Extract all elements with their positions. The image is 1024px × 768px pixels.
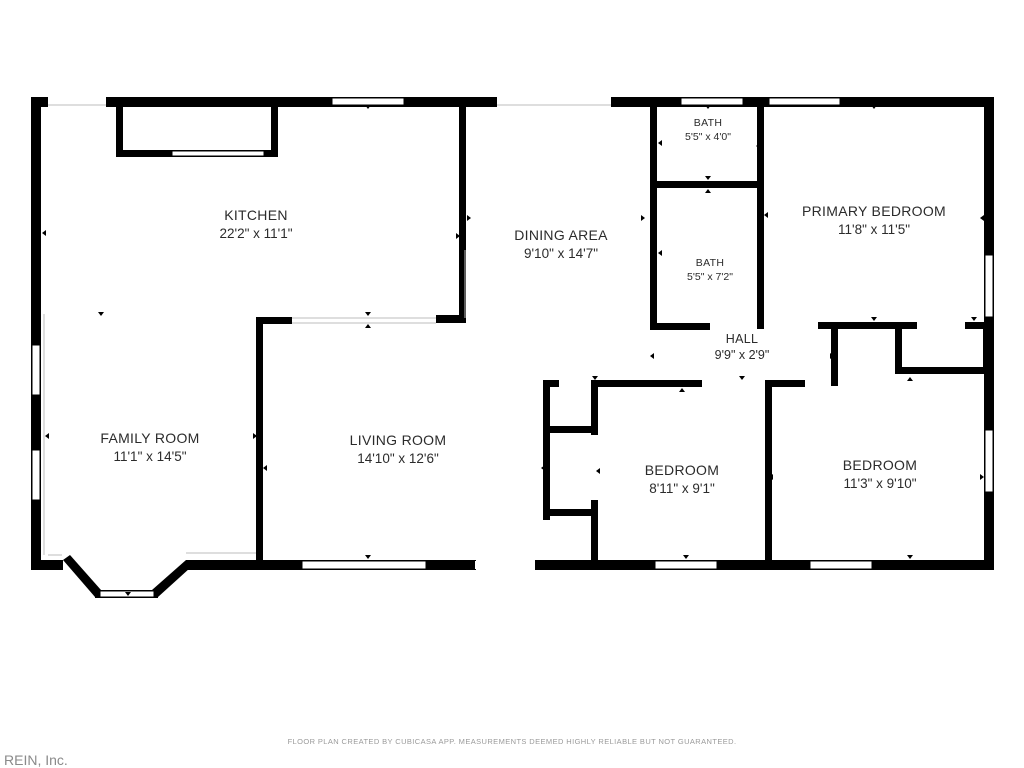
thin-openings — [43, 104, 611, 556]
room-name: BEDROOM — [842, 457, 918, 473]
room-name: BATH — [693, 117, 723, 129]
room-dimensions: 11'1" x 14'5" — [113, 448, 187, 464]
room-kitchen: KITCHEN 22'2" x 11'1" — [219, 206, 292, 243]
room-name: LIVING ROOM — [349, 432, 447, 448]
room-bath-upper: BATH 5'5" x 4'0" — [685, 116, 731, 144]
door-markers — [42, 105, 984, 596]
room-dimensions: 11'3" x 9'10" — [843, 475, 917, 491]
room-dimensions: 5'5" x 4'0" — [685, 131, 731, 144]
room-dimensions: 11'8" x 11'5" — [837, 221, 911, 237]
room-primary-bedroom: PRIMARY BEDROOM 11'8" x 11'5" — [802, 202, 946, 239]
room-hall: HALL 9'9" x 2'9" — [715, 332, 770, 363]
room-dimensions: 8'11" x 9'1" — [649, 480, 715, 496]
room-dimensions: 22'2" x 11'1" — [219, 225, 293, 241]
room-bedroom-right: BEDROOM 11'3" x 9'10" — [843, 456, 917, 493]
room-name: BATH — [695, 257, 725, 269]
room-name: DINING AREA — [514, 227, 608, 243]
room-dimensions: 9'9" x 2'9" — [714, 347, 770, 362]
footer-disclaimer: FLOOR PLAN CREATED BY CUBICASA APP. MEAS… — [287, 737, 737, 746]
room-bath-lower: BATH 5'5" x 7'2" — [687, 256, 733, 284]
room-name: PRIMARY BEDROOM — [801, 203, 947, 219]
room-family-room: FAMILY ROOM 11'1" x 14'5" — [100, 429, 199, 466]
room-bedroom-left: BEDROOM 8'11" x 9'1" — [645, 461, 719, 498]
room-name: FAMILY ROOM — [100, 430, 200, 446]
room-living-room: LIVING ROOM 14'10" x 12'6" — [350, 431, 447, 468]
windows — [31, 97, 994, 598]
room-name: KITCHEN — [224, 207, 288, 223]
room-dimensions: 9'10" x 14'7" — [523, 245, 599, 261]
room-name: HALL — [725, 332, 759, 346]
room-name: BEDROOM — [644, 462, 720, 478]
watermark: REIN, Inc. — [4, 752, 68, 768]
room-dimensions: 14'10" x 12'6" — [357, 450, 439, 466]
exterior-walls — [31, 97, 994, 570]
interior-walls — [116, 100, 994, 567]
room-dining-area: DINING AREA 9'10" x 14'7" — [514, 226, 608, 263]
room-dimensions: 5'5" x 7'2" — [687, 271, 733, 284]
